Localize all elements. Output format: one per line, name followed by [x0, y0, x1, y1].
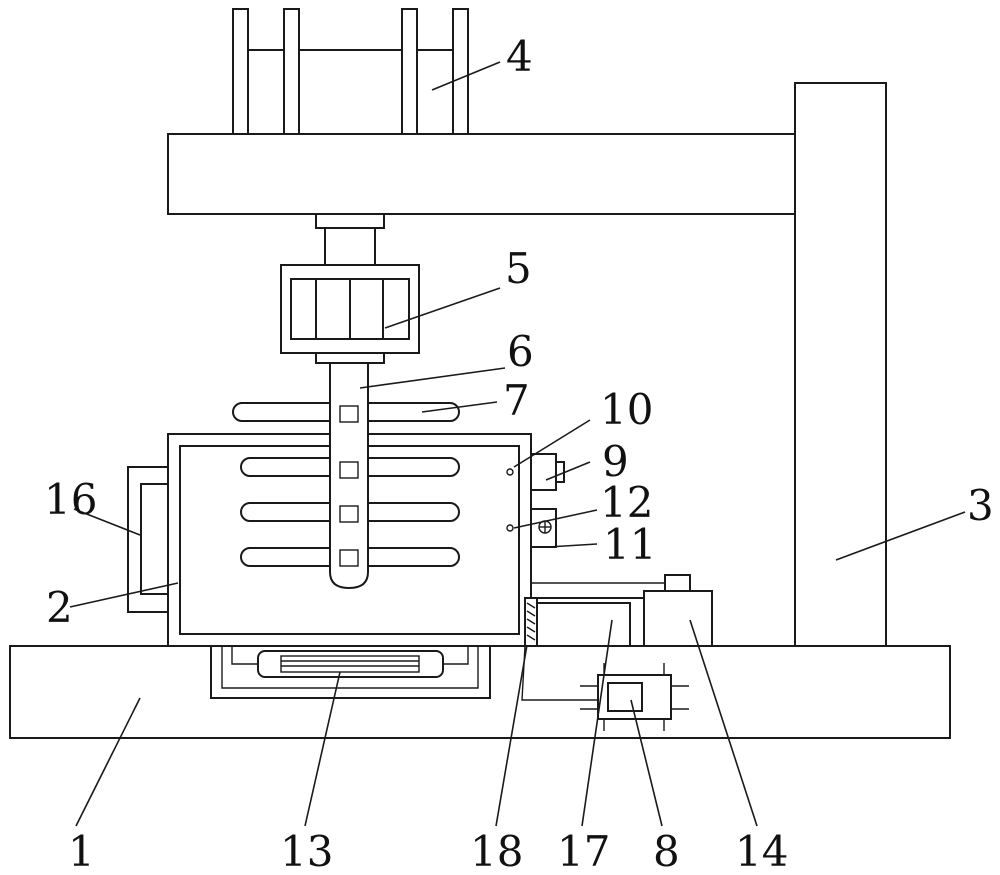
vertical-column	[794, 82, 887, 647]
label-11: 11	[603, 520, 656, 569]
label-8: 8	[653, 827, 680, 875]
label-4: 4	[506, 32, 533, 81]
label-5: 5	[505, 244, 532, 293]
motor	[280, 264, 420, 364]
label-17: 17	[557, 827, 610, 875]
label-18: 18	[470, 827, 523, 875]
label-3: 3	[967, 481, 994, 530]
label-14: 14	[735, 827, 788, 875]
label-6: 6	[507, 327, 534, 376]
part-labels: 4 5 6 7 10 9 12 11 3 16 2 1 13 18 17 8 1…	[44, 32, 994, 875]
bottom-heater	[210, 646, 491, 699]
label-12: 12	[600, 478, 653, 527]
label-16: 16	[44, 475, 97, 524]
side-box-left	[127, 466, 169, 613]
pump-assembly	[524, 574, 713, 647]
motor-shaft-coupling	[315, 213, 385, 266]
base-plate	[9, 645, 951, 739]
label-13: 13	[280, 827, 333, 875]
label-7: 7	[503, 376, 530, 425]
leader-lines	[69, 61, 966, 827]
top-beam	[167, 133, 796, 215]
label-9: 9	[602, 437, 629, 486]
label-10: 10	[600, 385, 653, 434]
label-1: 1	[68, 827, 95, 875]
top-cylinder-assembly	[232, 8, 469, 135]
label-2: 2	[46, 583, 73, 632]
stirring-shaft	[329, 362, 369, 590]
right-side-fittings	[506, 453, 565, 548]
